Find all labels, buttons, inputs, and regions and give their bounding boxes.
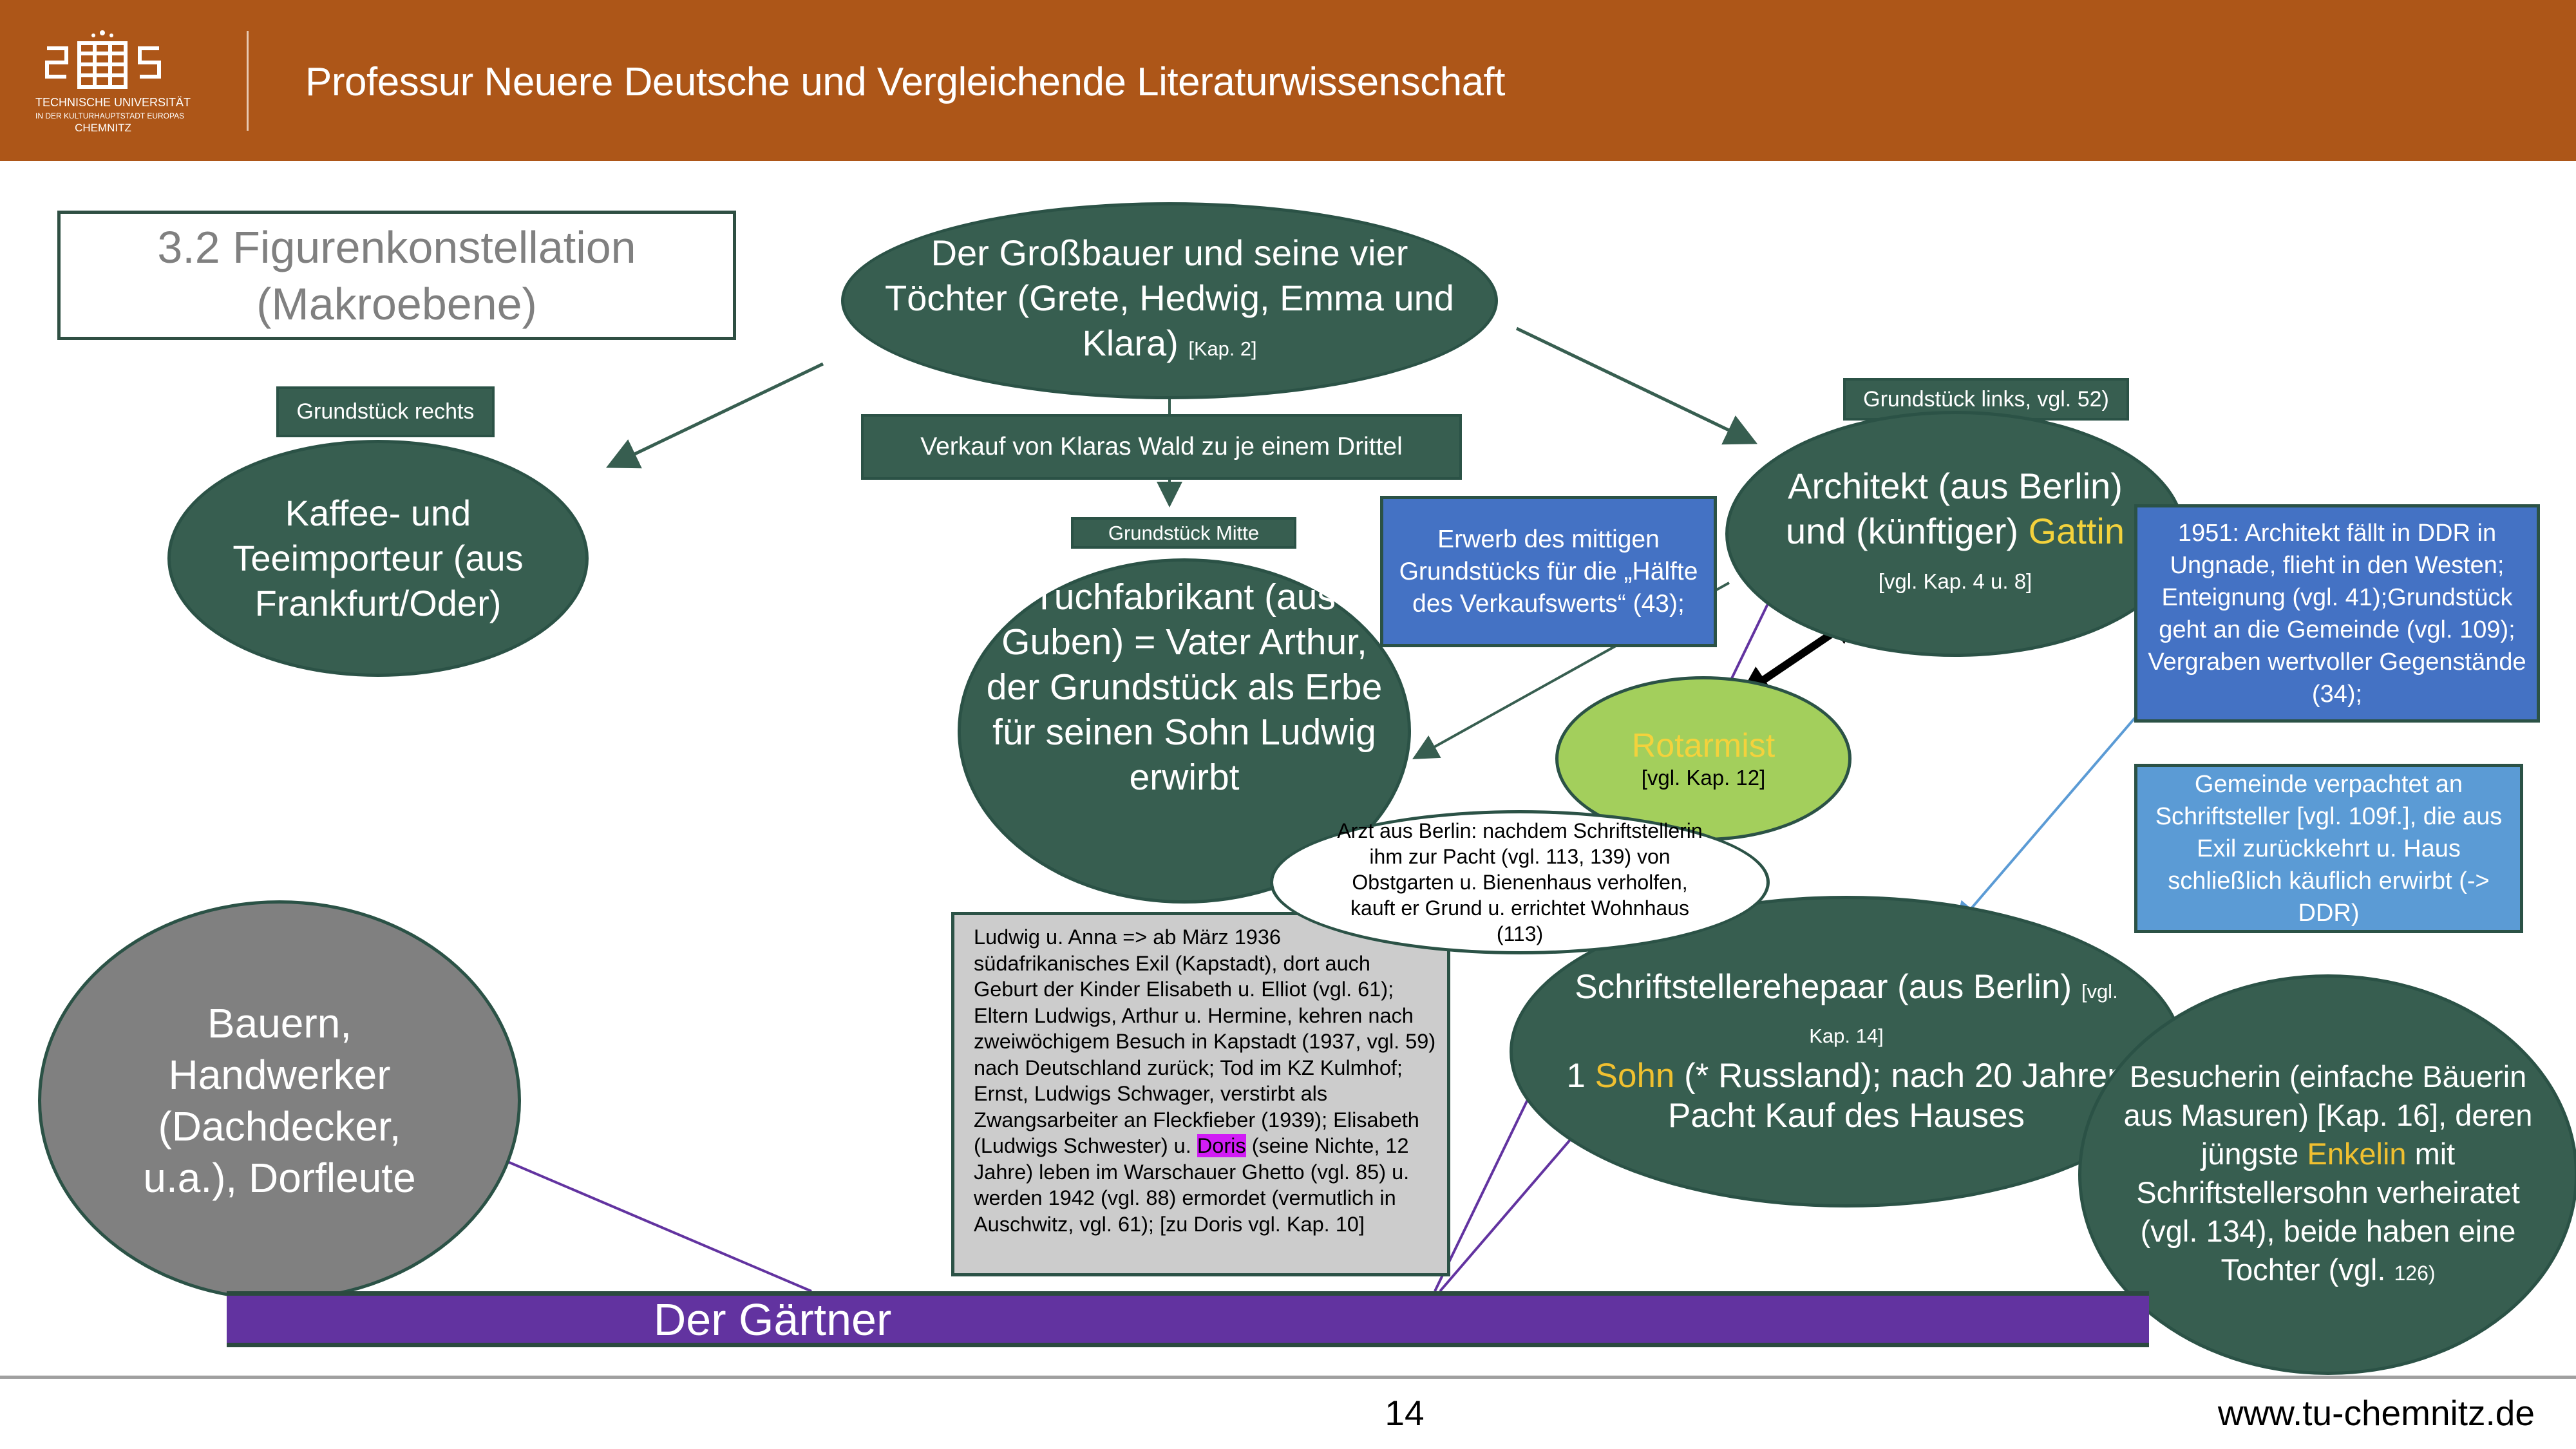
box-1951-info: 1951: Architekt fällt in DDR in Ungnade,… [2134, 504, 2540, 723]
ludwig-text-after: (seine Nichte, 12 Jahre) leben im Warsch… [974, 1134, 1410, 1236]
info-1951-text: 1951: Architekt fällt in DDR in Ungnade,… [2148, 519, 2526, 708]
node-grossbauer[interactable]: Der Großbauer und seine vier Töchter (Gr… [841, 202, 1498, 399]
gaertner-text: Der Gärtner [653, 1294, 892, 1345]
besucherin-ref: 126) [2394, 1261, 2436, 1285]
node-kaffee-importeur[interactable]: Kaffee- und Teeimporteur (aus Frankfurt/… [167, 440, 589, 677]
schriftsteller-highlight-sohn: Sohn [1595, 1057, 1675, 1095]
logo-line-2: IN DER KULTURHAUPTSTADT EUROPAS [35, 111, 185, 120]
schriftsteller-ref: [vgl. Kap. 14] [1809, 980, 2118, 1047]
rotarmist-ref: [vgl. Kap. 12] [1641, 766, 1766, 790]
grossbauer-text: Der Großbauer und seine vier Töchter (Gr… [885, 232, 1454, 363]
architekt-highlight-gattin: Gattin [2028, 511, 2125, 551]
box-ludwig-info: Ludwig u. Anna => ab März 1936 südafrika… [951, 912, 1450, 1276]
besucherin-text-before: Besucherin (einfache Bäuerin aus Masuren… [2123, 1059, 2533, 1171]
box-erwerb: Erwerb des mittigen Grundstücks für die … [1380, 496, 1717, 647]
node-arzt[interactable]: Arzt aus Berlin: nachdem Schriftstelleri… [1270, 810, 1770, 954]
footer-divider [0, 1376, 2576, 1379]
node-bauern[interactable]: Bauern, Handwerker (Dachdecker, u.a.), D… [38, 900, 521, 1301]
arrow-grossbauer-to-kaffee [605, 362, 824, 469]
architekt-ref: [vgl. Kap. 4 u. 8] [1878, 569, 2032, 593]
erwerb-text: Erwerb des mittigen Grundstücks für die … [1399, 525, 1698, 618]
bauern-text: Bauern, Handwerker (Dachdecker, u.a.), D… [143, 1000, 416, 1201]
schriftsteller-post: (* Russland); nach 20 Jahren Pacht Kauf … [1668, 1057, 2126, 1135]
node-rotarmist[interactable]: Rotarmist [vgl. Kap. 12] [1555, 676, 1852, 841]
slide-title: 3.2 Figurenkonstellation (Makroebene) [57, 211, 736, 340]
besucherin-text-after: mit Schriftstellersohn verheiratet (vgl.… [2136, 1136, 2520, 1287]
kaffee-text: Kaffee- und Teeimporteur (aus Frankfurt/… [232, 493, 524, 623]
ludwig-text-before: Ludwig u. Anna => ab März 1936 südafrika… [974, 925, 1436, 1157]
slide-title-line-1: 3.2 Figurenkonstellation [157, 222, 636, 272]
tag-grundstueck-mitte: Grundstück Mitte [1071, 517, 1296, 549]
besucherin-highlight-enkelin: Enkelin [2307, 1136, 2407, 1171]
ludwig-highlight-doris: Doris [1197, 1134, 1246, 1157]
slide-title-line-2: (Makroebene) [256, 278, 537, 329]
university-emblem-icon [45, 30, 161, 89]
tu-chemnitz-logo: TECHNISCHE UNIVERSITÄT IN DER KULTURHAUP… [35, 29, 191, 135]
box-verkauf-wald: Verkauf von Klaras Wald zu je einem Drit… [861, 414, 1462, 480]
rotarmist-text: Rotarmist [1631, 727, 1776, 764]
tag-grundstueck-rechts: Grundstück rechts [276, 386, 495, 437]
logo-line-3: CHEMNITZ [75, 122, 131, 134]
schriftsteller-line1: Schriftstellerehepaar (aus Berlin) [1575, 968, 2072, 1006]
node-besucherin[interactable]: Besucherin (einfache Bäuerin aus Masuren… [2078, 974, 2576, 1375]
header-bar: TECHNISCHE UNIVERSITÄT IN DER KULTURHAUP… [0, 0, 2576, 161]
architekt-text: Architekt (aus Berlin) und (künftiger) [1785, 466, 2123, 551]
footer-url[interactable]: www.tu-chemnitz.de [2217, 1393, 2535, 1433]
page-number: 14 [1385, 1393, 1425, 1433]
info-gemeinde-text: Gemeinde verpachtet an Schriftsteller [v… [2155, 770, 2503, 927]
tag-grundstueck-links: Grundstück links, vgl. 52) [1843, 378, 2129, 421]
grossbauer-ref: [Kap. 2] [1188, 337, 1257, 360]
box-gemeinde-info: Gemeinde verpachtet an Schriftsteller [v… [2134, 764, 2523, 933]
tuchfabrikant-text: Tuchfabrikant (aus Guben) = Vater Arthur… [986, 576, 1383, 798]
node-architekt[interactable]: Architekt (aus Berlin) und (künftiger) G… [1725, 411, 2185, 657]
arrow-grossbauer-to-architekt [1515, 327, 1758, 445]
header-divider [247, 31, 249, 131]
arzt-text: Arzt aus Berlin: nachdem Schriftstelleri… [1337, 819, 1703, 945]
bar-der-gaertner[interactable]: Der Gärtner [227, 1291, 2149, 1347]
header-title: Professur Neuere Deutsche und Vergleiche… [305, 60, 1506, 104]
schriftsteller-pre: 1 [1566, 1057, 1586, 1095]
logo-line-1: TECHNISCHE UNIVERSITÄT [35, 96, 191, 109]
